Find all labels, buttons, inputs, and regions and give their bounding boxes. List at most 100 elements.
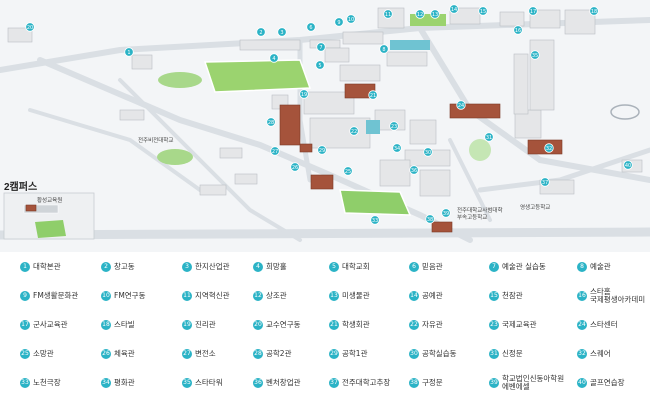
map-marker-number: 6: [309, 25, 312, 31]
map-marker-number: 36: [411, 168, 417, 174]
legend-label: 벤처창업관: [266, 378, 301, 387]
map-marker-39[interactable]: 39: [441, 208, 451, 218]
map-marker-32[interactable]: 32: [544, 143, 554, 153]
map-marker-34[interactable]: 34: [392, 143, 402, 153]
map-marker-21[interactable]: 21: [368, 90, 378, 100]
map-marker-40[interactable]: 40: [623, 160, 633, 170]
map-marker-5[interactable]: 5: [315, 60, 325, 70]
map-marker-circle: [540, 177, 550, 187]
map-marker-38[interactable]: 38: [425, 214, 435, 224]
map-marker-circle: [266, 117, 276, 127]
map-marker-16[interactable]: 16: [513, 25, 523, 35]
map-marker-24[interactable]: 24: [456, 100, 466, 110]
map-marker-2[interactable]: 2: [256, 27, 266, 37]
map-marker-number: 17: [530, 9, 536, 15]
map-marker-4[interactable]: 4: [269, 53, 279, 63]
map-marker-27[interactable]: 27: [270, 146, 280, 156]
legend-label: 대학본관: [33, 262, 61, 271]
map-marker-12[interactable]: 12: [415, 9, 425, 19]
legend-number-badge: 10: [101, 291, 111, 301]
legend-number-badge: 29: [329, 349, 339, 359]
map-marker-circle: [484, 132, 494, 142]
map-marker-35[interactable]: 35: [530, 50, 540, 60]
map-marker-17[interactable]: 17: [528, 6, 538, 16]
map-marker-33[interactable]: 33: [370, 215, 380, 225]
map-marker-6[interactable]: 6: [306, 22, 316, 32]
legend-number-badge: 18: [101, 320, 111, 330]
map-marker-36[interactable]: 36: [409, 165, 419, 175]
map-marker-1[interactable]: 1: [124, 47, 134, 57]
map-marker-circle: [589, 6, 599, 16]
map-marker-25[interactable]: 25: [343, 166, 353, 176]
map-marker-3[interactable]: 3: [277, 27, 287, 37]
map-marker-29[interactable]: 29: [317, 145, 327, 155]
legend-label: 학생회관: [342, 320, 370, 329]
legend-number-badge: 37: [329, 378, 339, 388]
map-marker-15[interactable]: 15: [478, 6, 488, 16]
map-marker-14[interactable]: 14: [449, 4, 459, 14]
map-marker-22[interactable]: 22: [349, 126, 359, 136]
map-marker-11[interactable]: 11: [383, 9, 393, 19]
map-marker-circle: [25, 22, 35, 32]
map-marker-8[interactable]: 8: [379, 44, 389, 54]
map-marker-20[interactable]: 20: [25, 22, 35, 32]
map-marker-37[interactable]: 37: [540, 177, 550, 187]
map-marker-10[interactable]: 10: [346, 14, 356, 24]
map-marker-7[interactable]: 7: [316, 42, 326, 52]
map-marker-31[interactable]: 31: [484, 132, 494, 142]
map-marker-26[interactable]: 26: [290, 162, 300, 172]
map-marker-19[interactable]: 19: [299, 89, 309, 99]
legend-label: 창고동: [114, 262, 135, 271]
map-marker-18[interactable]: 18: [589, 6, 599, 16]
map-marker-30[interactable]: 30: [423, 147, 433, 157]
legend-label: 지역혁신관: [195, 291, 230, 300]
map-marker-28[interactable]: 28: [266, 117, 276, 127]
map-marker-number: 16: [515, 28, 521, 34]
legend-number-badge: 9: [20, 291, 30, 301]
map-marker-23[interactable]: 23: [389, 121, 399, 131]
map-marker-13[interactable]: 13: [430, 9, 440, 19]
map-marker-9[interactable]: 9: [334, 17, 344, 27]
campus-map[interactable]: 전주비전대학교 황성교육원 전주대학교사범대학 부속고등학교 영생고등학교 20…: [0, 0, 650, 252]
